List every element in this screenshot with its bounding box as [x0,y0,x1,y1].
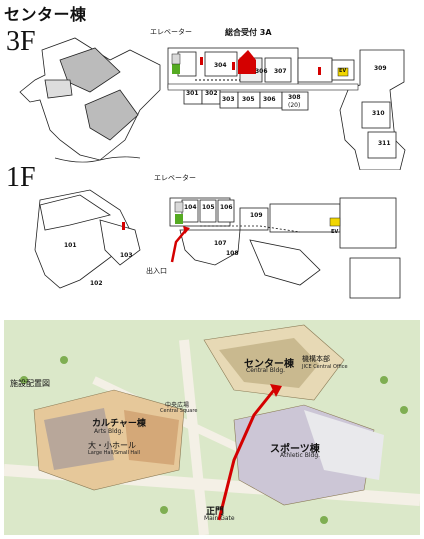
hall-en: Large Hall/Small Hall [88,450,141,456]
center-bldg-label: センター棟 [244,359,294,370]
elevator-label-1f: エレベーター [154,174,196,182]
main-gate-en: Main Gate [204,515,235,522]
floor-3f-label: 3F [6,26,36,57]
site-map-label: 施設配置図 [10,379,50,388]
floor-1f-label: 1F [6,162,36,193]
reception-label-3f: 総合受付 3A [225,28,272,37]
room-303: 303 [222,96,235,103]
room-308: 308 [288,94,301,101]
room-104: 104 [184,204,197,211]
room-305: 305 [242,96,255,103]
page-title: センター棟 [4,5,87,24]
room-101: 101 [64,242,77,249]
office-en: JICE Central Office [302,364,348,370]
room-308-capacity: (20) [288,102,301,109]
room-310: 310 [372,110,385,117]
room-307: 307 [274,68,287,75]
room-309: 309 [374,65,387,72]
culture-bldg-en: Arts Bldg. [94,428,124,435]
ev-label-3f: EV [339,68,347,74]
room-106: 106 [220,204,233,211]
sports-bldg-label: スポーツ棟 [270,444,320,455]
hall-label: 大・小ホール [88,441,136,450]
elevator-label-3f: エレベーター [150,28,192,36]
office-label: 機構本部 [302,355,330,363]
culture-bldg-label: カルチャー棟 [92,419,146,429]
room-105: 105 [202,204,215,211]
room-306: 306 [255,68,268,75]
floor-1f-plan [34,189,401,299]
entrance-label-1f: 出入口 [146,267,167,275]
center-bldg-en: Central Bldg. [246,367,286,374]
room-311: 311 [378,140,391,147]
room-301: 301 [186,90,199,97]
room-107: 107 [214,240,227,247]
site-map [4,320,420,535]
room-302: 302 [205,90,218,97]
room-103: 103 [120,252,133,259]
room-109: 109 [250,212,263,219]
sports-bldg-en: Athletic Bldg. [280,452,321,459]
central-square-label: 中央広場 [165,402,190,409]
room-306b: 306 [263,96,276,103]
floor-3f-plan [19,37,406,170]
main-gate-label: 正門 [206,507,225,517]
central-square-en: Central Square [160,408,198,414]
ev-label-1f: EV [331,229,339,235]
room-304: 304 [214,62,227,69]
room-102: 102 [90,280,103,287]
room-108: 108 [226,250,239,257]
